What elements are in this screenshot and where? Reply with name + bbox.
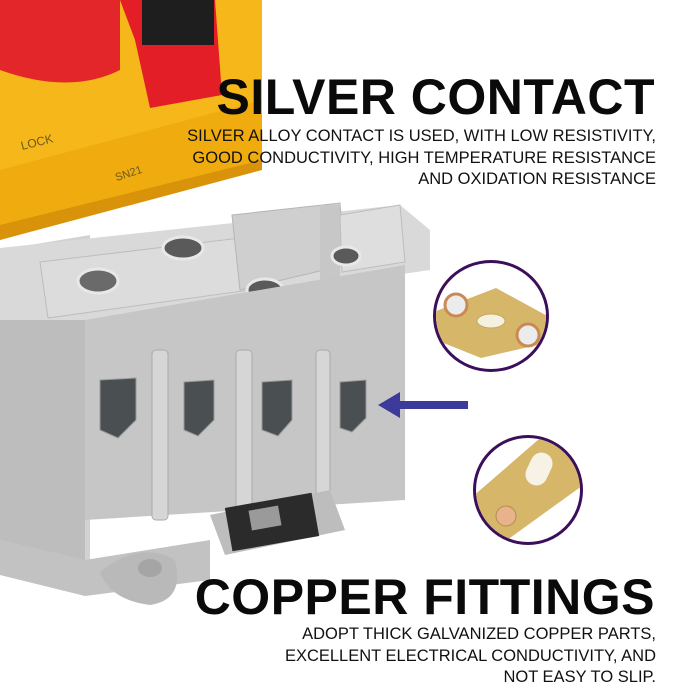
copper-fittings-title: COPPER FITTINGS — [194, 569, 655, 625]
desc-line: SILVER ALLOY CONTACT IS USED, WITH LOW R… — [187, 127, 656, 145]
desc-line: EXCELLENT ELECTRICAL CONDUCTIVITY, AND — [284, 646, 656, 665]
copper-fitting-detail — [473, 435, 583, 545]
arrow-left-icon — [378, 392, 468, 418]
copper-fittings-description: ADOPT THICK GALVANIZED COPPER PARTS, EXC… — [285, 624, 656, 689]
silver-contact-detail — [433, 260, 549, 372]
magnify-circle-icon — [476, 438, 580, 542]
desc-line: AND OXIDATION RESISTANCE — [418, 170, 656, 188]
desc-line: ADOPT THICK GALVANIZED COPPER PARTS, — [302, 625, 656, 643]
desc-line: NOT EASY TO SLIP. — [503, 668, 656, 686]
magnify-circle-icon — [436, 288, 546, 358]
desc-line: GOOD CONDUCTIVITY, HIGH TEMPERATURE RESI… — [192, 148, 656, 167]
silver-contact-title: SILVER CONTACT — [216, 69, 655, 125]
isolator-switch-image: LOCK — [0, 0, 430, 605]
silver-contact-description: SILVER ALLOY CONTACT IS USED, WITH LOW R… — [187, 126, 656, 191]
